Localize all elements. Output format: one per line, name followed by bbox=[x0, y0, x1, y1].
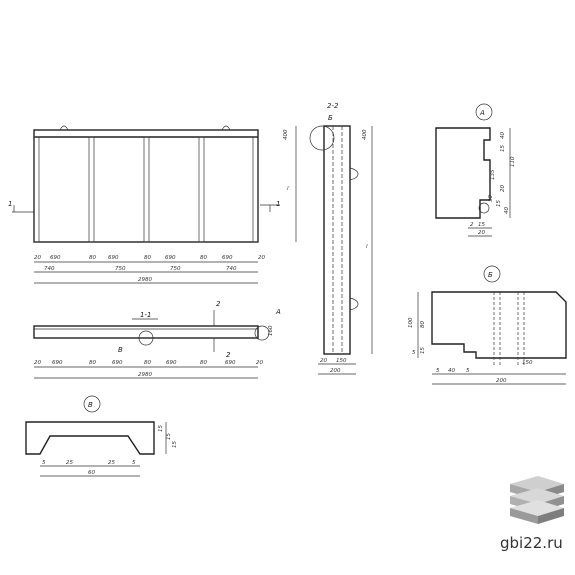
cut-label-top: 2 bbox=[216, 300, 221, 308]
dim-top-7: 690 bbox=[222, 255, 233, 261]
detail-v: В 15 15 15 5 25 25 5 60 bbox=[25, 395, 178, 477]
detail-b-label: Б bbox=[488, 271, 493, 279]
detail-b: Б 100 80 5 15 150 5 40 5 200 bbox=[408, 265, 567, 385]
detail-a-label: А bbox=[479, 109, 485, 117]
dim-mid-1: 750 bbox=[115, 266, 126, 272]
s1-dim-5: 690 bbox=[166, 360, 177, 366]
detail-v-bottom-3: 5 bbox=[132, 460, 136, 466]
s1-dim-7: 690 bbox=[225, 360, 236, 366]
watermark-site: gbi22.ru bbox=[500, 534, 563, 552]
section-2-2-title: 2-2 bbox=[327, 102, 339, 110]
detail-a-bottom-1: 15 bbox=[478, 222, 485, 228]
detail-b-left-2: 5 bbox=[412, 350, 416, 356]
dim-top-6: 80 bbox=[200, 255, 207, 261]
detail-a-dim-5: 30 bbox=[488, 195, 494, 202]
s2-mid-dim: l bbox=[287, 186, 289, 192]
detail-v-label: В bbox=[88, 401, 93, 409]
s1-dim-1: 690 bbox=[52, 360, 63, 366]
detail-a-dim-7: 40 bbox=[504, 207, 510, 214]
detail-b-bottom-0: 5 bbox=[436, 368, 440, 374]
s2-top-dim: 400 bbox=[283, 129, 289, 140]
s1-dim-0: 20 bbox=[34, 360, 41, 366]
detail-v-right-0: 15 bbox=[158, 425, 164, 432]
s1-dim-2: 80 bbox=[89, 360, 96, 366]
detail-b-top: 150 bbox=[522, 360, 533, 366]
detail-v-right-1: 15 bbox=[166, 433, 172, 440]
dim-top-0: 20 bbox=[34, 255, 41, 261]
detail-a-dim-3: 135 bbox=[490, 169, 496, 180]
section-1-1: 1-1 2 2 А В 160 20 690 80 690 80 690 80 … bbox=[33, 300, 281, 379]
section-arrow-label-right: 1 bbox=[276, 200, 280, 208]
detail-a-callout: А bbox=[275, 308, 281, 316]
s1-dim-6: 80 bbox=[200, 360, 207, 366]
detail-a-dim-4: 20 bbox=[500, 185, 506, 192]
detail-a-dim-0: 40 bbox=[500, 132, 506, 139]
detail-v-right-2: 15 bbox=[172, 441, 178, 448]
detail-a-bottom-2: 20 bbox=[478, 230, 485, 236]
detail-a: А 40 15 110 135 20 30 15 40 2 15 20 bbox=[435, 103, 516, 237]
detail-b-left-0: 100 bbox=[408, 317, 414, 328]
detail-b-bottom-1: 40 bbox=[448, 368, 455, 374]
dim-top-3: 690 bbox=[108, 255, 119, 261]
dim-top-1: 690 bbox=[50, 255, 61, 261]
dim-mid-2: 750 bbox=[170, 266, 181, 272]
s1-dim-3: 690 bbox=[112, 360, 123, 366]
dim-top-8: 20 bbox=[258, 255, 265, 261]
dim-top-5: 690 bbox=[165, 255, 176, 261]
s2-bottom-total: 200 bbox=[330, 368, 341, 374]
section-2-2-detail-b: Б bbox=[328, 114, 333, 122]
s2-right-mid: l bbox=[366, 244, 368, 250]
cut-label-bottom: 2 bbox=[226, 351, 231, 359]
detail-b-left-1: 80 bbox=[420, 321, 426, 328]
detail-a-dim-1: 15 bbox=[500, 145, 506, 152]
dim-top-2: 80 bbox=[89, 255, 96, 261]
detail-a-dim-6: 15 bbox=[496, 200, 502, 207]
section-1-thickness: 160 bbox=[268, 325, 274, 336]
detail-b-left-3: 15 bbox=[420, 347, 426, 354]
dim-mid-0: 740 bbox=[44, 266, 55, 272]
section-1-1-title: 1-1 bbox=[140, 311, 151, 319]
s1-dim-8: 20 bbox=[256, 360, 263, 366]
detail-v-callout: В bbox=[118, 346, 123, 354]
s1-dim-4: 80 bbox=[144, 360, 151, 366]
detail-b-bottom-2: 5 bbox=[466, 368, 470, 374]
dim-mid-3: 740 bbox=[226, 266, 237, 272]
detail-v-total: 60 bbox=[88, 470, 95, 476]
section-2-2: 2-2 Б 400 l 400 l 20 150 200 bbox=[283, 102, 373, 375]
dim-top-4: 80 bbox=[144, 255, 151, 261]
detail-v-bottom-1: 25 bbox=[66, 460, 73, 466]
section-arrow-label: 1 bbox=[8, 200, 12, 208]
detail-v-bottom-0: 5 bbox=[42, 460, 46, 466]
detail-a-dim-2: 110 bbox=[510, 156, 516, 167]
s2-right-top: 400 bbox=[362, 129, 368, 140]
s1-dim-total: 2980 bbox=[138, 372, 152, 378]
detail-b-total: 200 bbox=[496, 378, 507, 384]
panel-elevation: 1 1 bbox=[8, 125, 280, 243]
s2-bottom-1: 150 bbox=[336, 358, 347, 364]
detail-a-bottom-0: 2 bbox=[470, 222, 474, 228]
panel-dimensions: 20 690 80 690 80 690 80 690 20 740 750 7… bbox=[34, 255, 265, 284]
stacked-slabs-logo-icon bbox=[510, 476, 564, 524]
dim-total: 2980 bbox=[138, 277, 152, 283]
s2-bottom-0: 20 bbox=[320, 358, 327, 364]
panel-ribs bbox=[33, 136, 259, 243]
detail-v-bottom-2: 25 bbox=[108, 460, 115, 466]
